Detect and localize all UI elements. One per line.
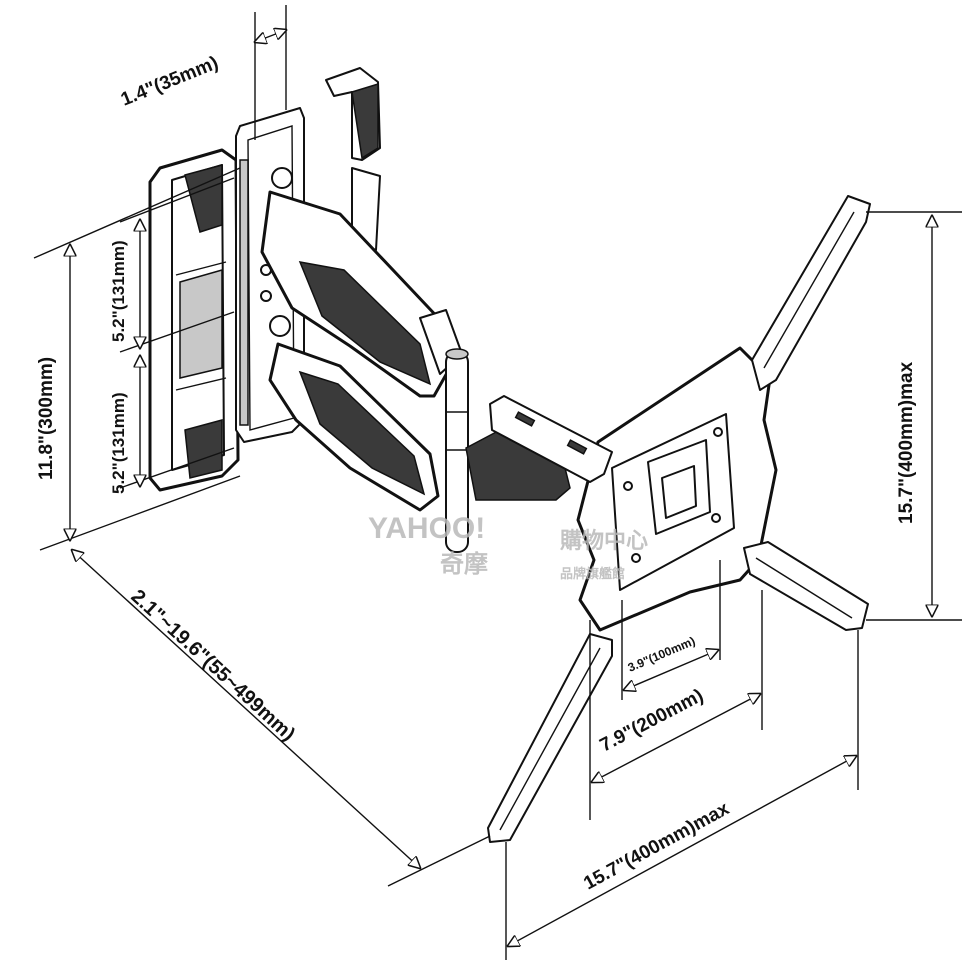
top-clip: [325, 67, 381, 251]
watermark-sub3: 品牌旗艦館: [560, 566, 625, 581]
label-depth-top: 1.4"(35mm): [118, 53, 221, 111]
label-extension: 2.1"~19.6"(55~499mm): [127, 585, 300, 745]
label-vesa-mid: 7.9"(200mm): [597, 685, 707, 756]
label-spacing-lower: 5.2"(131mm): [109, 392, 128, 494]
dimension-lines: [33, 5, 962, 960]
wall-plate: [148, 107, 305, 492]
watermark: YAHOO! 奇摩 購物中心 品牌旗艦館: [368, 512, 648, 581]
label-vesa-height: 15.7"(400mm)max: [896, 361, 917, 524]
label-height-total: 11.8"(300mm): [36, 357, 57, 480]
watermark-sub1: 奇摩: [440, 550, 488, 578]
label-vesa-width: 15.7"(400mm)max: [580, 798, 733, 894]
articulating-arms: [260, 190, 469, 553]
label-vesa-small: 3.9"(100mm): [626, 634, 698, 675]
watermark-brand: YAHOO!: [368, 512, 485, 545]
label-spacing-upper: 5.2"(131mm): [109, 240, 128, 342]
watermark-sub2: 購物中心: [560, 528, 648, 553]
vesa-bracket: [465, 195, 871, 843]
